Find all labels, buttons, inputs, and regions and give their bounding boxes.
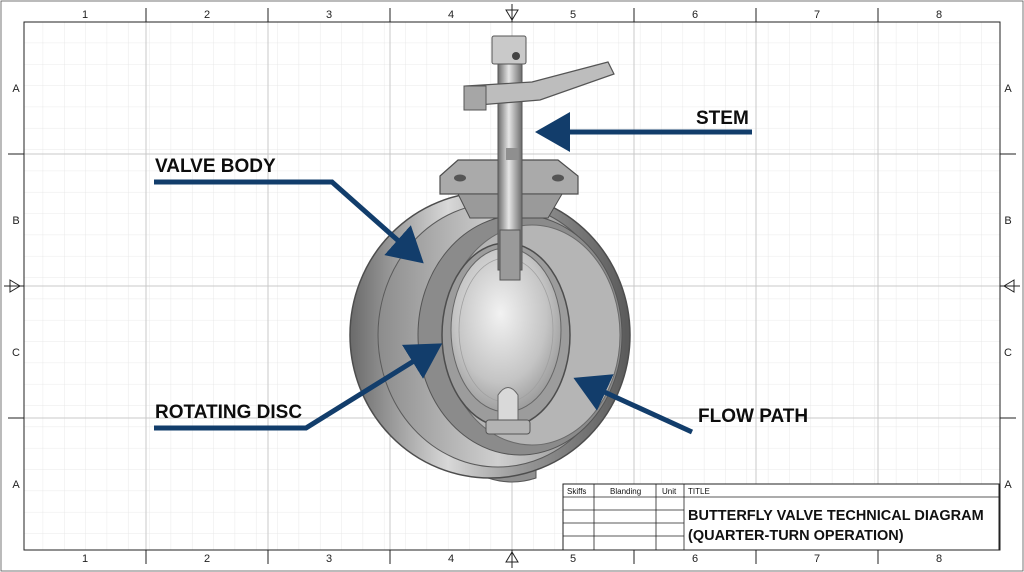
valve-body-callout-arrow (154, 179, 424, 264)
column-label-top: 6 (692, 9, 698, 21)
column-label-bottom: 2 (204, 553, 210, 565)
column-label-top: 1 (82, 9, 88, 21)
rotating-disc-callout-arrow (154, 343, 443, 431)
column-label-bottom: 7 (814, 553, 820, 565)
column-label-top: 8 (936, 9, 942, 21)
column-label-top: 5 (570, 9, 576, 21)
column-label-bottom: 8 (936, 553, 942, 565)
valve-body-label: VALVE BODY (155, 156, 276, 177)
title-block: Skiffs Blanding Unit TITLE BUTTERFLY VAL… (562, 483, 1000, 551)
flow-path-callout-arrow (573, 374, 694, 435)
row-label-right: A (1004, 83, 1012, 95)
title-block-header-4: TITLE (688, 487, 710, 496)
callout-arrows (154, 112, 752, 435)
drawing-subtitle: (QUARTER-TURN OPERATION) (688, 528, 904, 544)
column-label-top: 3 (326, 9, 332, 21)
row-label-right: A (1004, 479, 1012, 491)
column-label-top: 2 (204, 9, 210, 21)
column-label-top: 4 (448, 9, 454, 21)
centering-marks (4, 4, 1020, 568)
row-label-left: A (12, 479, 20, 491)
flow-path-label: FLOW PATH (698, 406, 808, 427)
column-label-bottom: 4 (448, 553, 454, 565)
column-label-bottom: 1 (82, 553, 88, 565)
column-label-bottom: 3 (326, 553, 332, 565)
row-label-right: C (1004, 347, 1012, 359)
row-label-left: C (12, 347, 20, 359)
title-block-header-3: Unit (662, 487, 677, 496)
row-label-left: B (12, 215, 19, 227)
title-block-header-2: Blanding (610, 487, 641, 496)
row-label-left: A (12, 83, 20, 95)
title-block-header-1: Skiffs (567, 487, 586, 496)
drawing-title: BUTTERFLY VALVE TECHNICAL DIAGRAM (688, 508, 984, 524)
column-label-bottom: 5 (570, 553, 576, 565)
column-label-bottom: 6 (692, 553, 698, 565)
row-label-right: B (1004, 215, 1011, 227)
stem-label: STEM (696, 108, 749, 129)
column-label-top: 7 (814, 9, 820, 21)
rotating-disc-label: ROTATING DISC (155, 402, 302, 423)
